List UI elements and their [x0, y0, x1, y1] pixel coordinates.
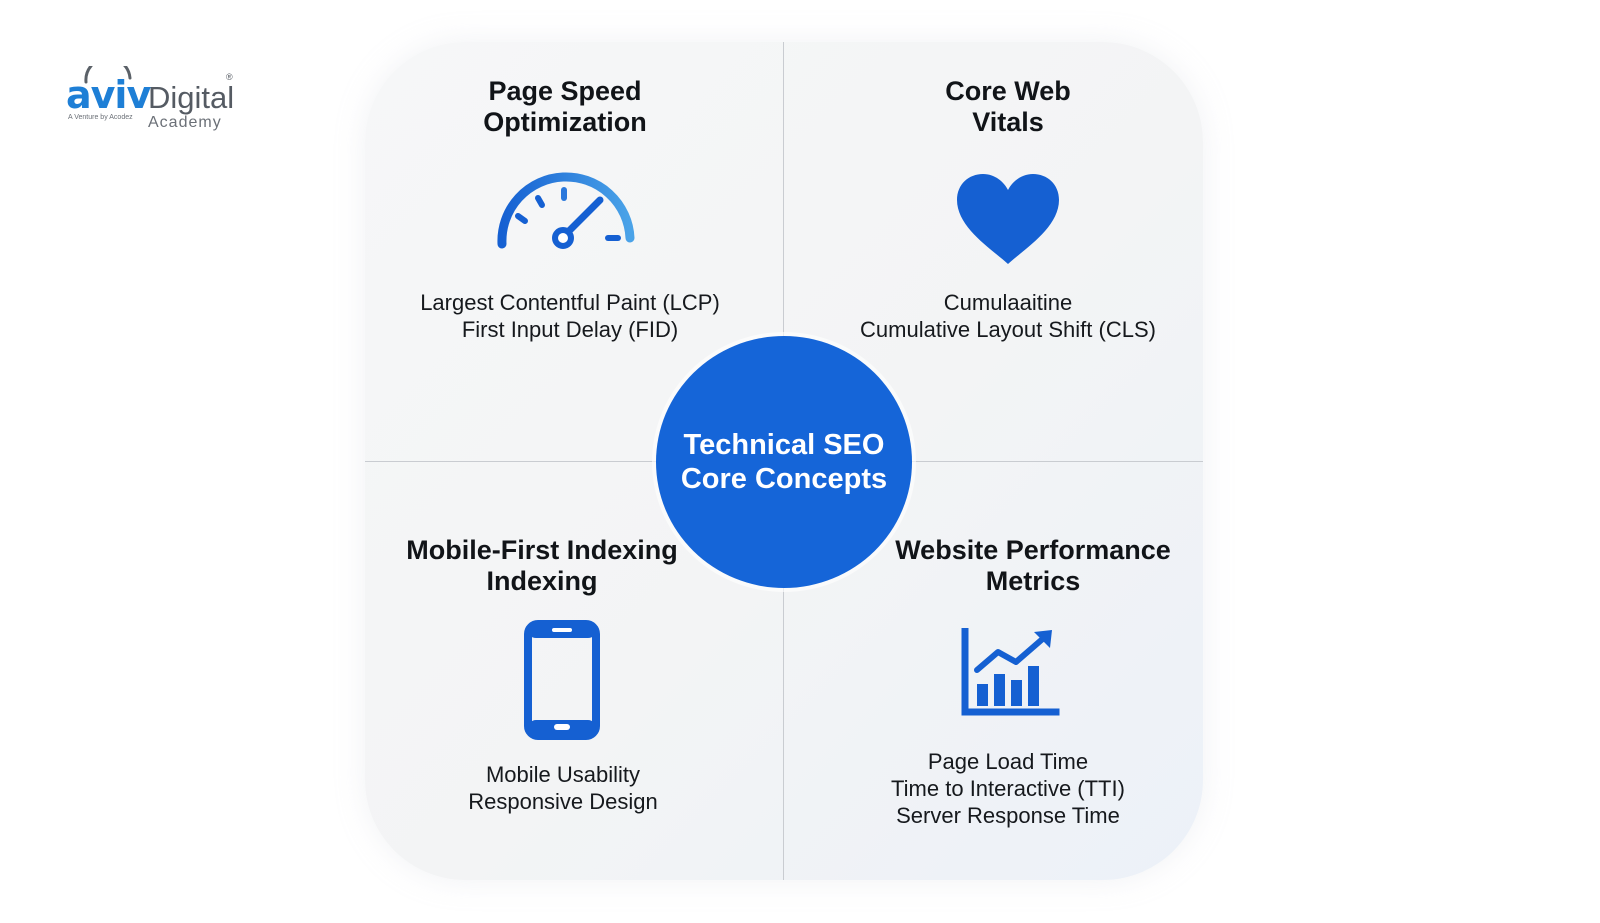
aviv-digital-academy-logo: aviv Digital ® A Venture by Acodez Acade… [66, 66, 246, 136]
website-performance-title: Website Performance Metrics [895, 535, 1171, 596]
core-web-vitals-title: Core Web Vitals [945, 76, 1071, 137]
logo-arc-icon [84, 66, 132, 84]
bar-chart-trend-icon [961, 628, 1060, 716]
website-performance-description: Page Load Time Time to Interactive (TTI)… [891, 749, 1125, 828]
center-title-line1: Technical SEO [683, 429, 885, 461]
logo-brand-text: aviv [66, 73, 151, 117]
logo-sub-text: Academy [148, 114, 222, 131]
page-speed-description: Largest Contentful Paint (LCP) First Inp… [420, 290, 720, 342]
smartphone-icon [524, 620, 600, 740]
logo-registered-mark: ® [226, 72, 233, 82]
heart-icon [957, 174, 1059, 264]
center-concept-circle: Technical SEO Core Concepts [656, 336, 912, 588]
speedometer-icon [497, 172, 635, 249]
logo-tagline: A Venture by Acodez [68, 114, 133, 121]
core-web-vitals-description: Cumulaaitine Cumulative Layout Shift (CL… [860, 290, 1156, 342]
center-title-line2: Core Concepts [680, 463, 888, 495]
page-speed-title: Page Speed Optimization [483, 76, 647, 137]
mobile-first-indexing-title: Mobile-First Indexing Indexing [406, 535, 678, 596]
logo-name-text: Digital [148, 80, 235, 115]
mobile-first-description: Mobile Usability Responsive Design [468, 762, 658, 814]
